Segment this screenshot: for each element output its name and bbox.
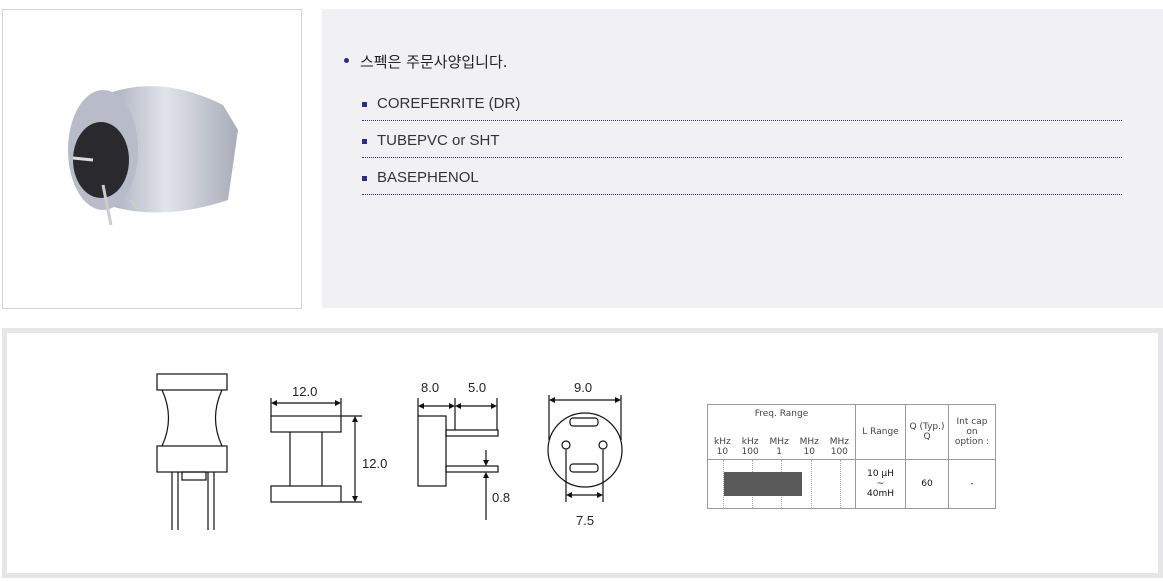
- dim-side-b: 5.0: [468, 380, 486, 395]
- freq-range-bar: [724, 472, 802, 496]
- spec-item-core: COREFERRITE (DR): [362, 84, 1122, 121]
- profile-view-drawing: [417, 398, 499, 520]
- bullet-icon: [344, 58, 349, 63]
- spec-label: BASEPHENOL: [377, 169, 479, 186]
- dim-top-dia: 9.0: [574, 380, 592, 395]
- spec-note: 스펙은 주문사양입니다.: [344, 51, 508, 72]
- square-bullet-icon: [362, 139, 367, 144]
- spec-label: COREFERRITE (DR): [377, 95, 521, 112]
- spec-item-base: BASEPHENOL: [362, 158, 1122, 195]
- dim-width: 12.0: [292, 384, 317, 399]
- note-text: 스펙은 주문사양입니다.: [360, 53, 508, 71]
- square-bullet-icon: [362, 176, 367, 181]
- square-bullet-icon: [362, 102, 367, 107]
- product-photo: [2, 9, 302, 309]
- side-view-drawing: [270, 398, 362, 503]
- spec-item-tube: TUBEPVC or SHT: [362, 121, 1122, 158]
- freq-range-cell: [707, 459, 856, 509]
- dim-pin-pitch: 7.5: [576, 513, 594, 528]
- freq-title: Freq. Range: [754, 409, 809, 419]
- spec-label: TUBEPVC or SHT: [377, 132, 500, 149]
- dim-height: 12.0: [362, 456, 387, 471]
- q-header: Q (Typ.)Q: [905, 404, 949, 460]
- q-value: 60: [905, 459, 949, 509]
- intcap-value: -: [948, 459, 996, 509]
- l-range-value: 10 μH~40mH: [855, 459, 906, 509]
- spec-panel: 스펙은 주문사양입니다. COREFERRITE (DR) TUBEPVC or…: [322, 9, 1163, 308]
- dim-thickness: 0.8: [492, 490, 510, 505]
- inductor-image: [68, 86, 238, 226]
- l-range-header: L Range: [855, 404, 906, 460]
- dim-side-a: 8.0: [421, 380, 439, 395]
- top-view-drawing: [547, 395, 623, 502]
- front-view-drawing: [156, 373, 228, 530]
